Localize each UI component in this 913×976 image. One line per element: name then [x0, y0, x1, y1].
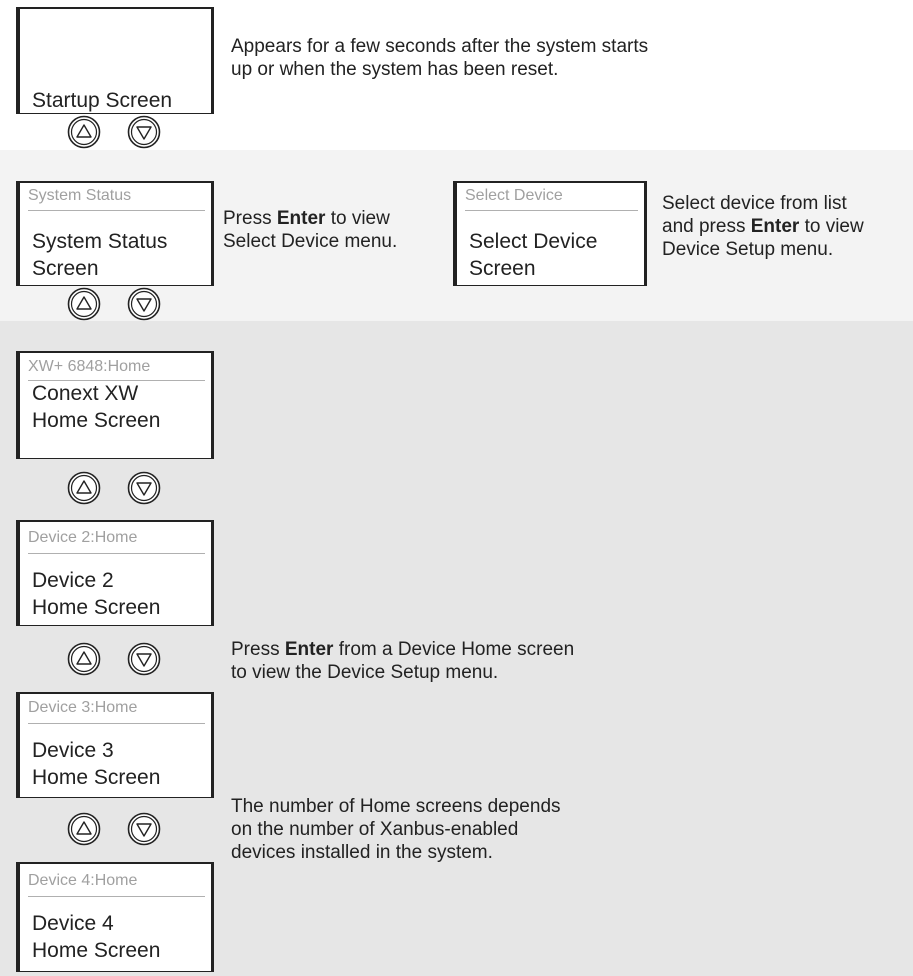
down-arrow-button-icon[interactable] [127, 642, 161, 676]
select-device-header: Select Device [465, 187, 563, 204]
select-device-description: Select device from list and press Enter … [662, 193, 864, 260]
up-arrow-button-icon[interactable] [67, 812, 101, 846]
device2-home-header: Device 2:Home [28, 529, 138, 546]
startup-screen: Startup Screen [16, 7, 214, 114]
device4-home-screen: Device 4:Home Device 4 Home Screen [16, 862, 214, 972]
device-home-description: Press Enter from a Device Home screen to… [231, 639, 575, 683]
home-count-description: The number of Home screens depends on th… [231, 796, 561, 863]
startup-description: Appears for a few seconds after the syst… [231, 36, 649, 80]
up-arrow-button-icon[interactable] [67, 115, 101, 149]
up-arrow-button-icon[interactable] [67, 287, 101, 321]
system-status-description: Press Enter to view Select Device menu. [223, 208, 398, 252]
device2-home-screen: Device 2:Home Device 2 Home Screen [16, 520, 214, 626]
down-arrow-button-icon[interactable] [127, 287, 161, 321]
conext-home-screen: XW+ 6848:Home Conext XW Home Screen [16, 351, 214, 459]
select-device-screen: Select Device Select Device Screen [453, 181, 647, 286]
device4-home-header: Device 4:Home [28, 872, 138, 889]
down-arrow-button-icon[interactable] [127, 471, 161, 505]
system-status-header: System Status [28, 187, 132, 204]
down-arrow-button-icon[interactable] [127, 812, 161, 846]
up-arrow-button-icon[interactable] [67, 471, 101, 505]
startup-screen-label: Startup Screen [32, 89, 173, 112]
up-arrow-button-icon[interactable] [67, 642, 101, 676]
system-status-screen: System Status System Status Screen [16, 181, 214, 286]
device3-home-header: Device 3:Home [28, 699, 138, 716]
device3-home-screen: Device 3:Home Device 3 Home Screen [16, 692, 214, 798]
conext-home-header: XW+ 6848:Home [28, 358, 151, 375]
down-arrow-button-icon[interactable] [127, 115, 161, 149]
